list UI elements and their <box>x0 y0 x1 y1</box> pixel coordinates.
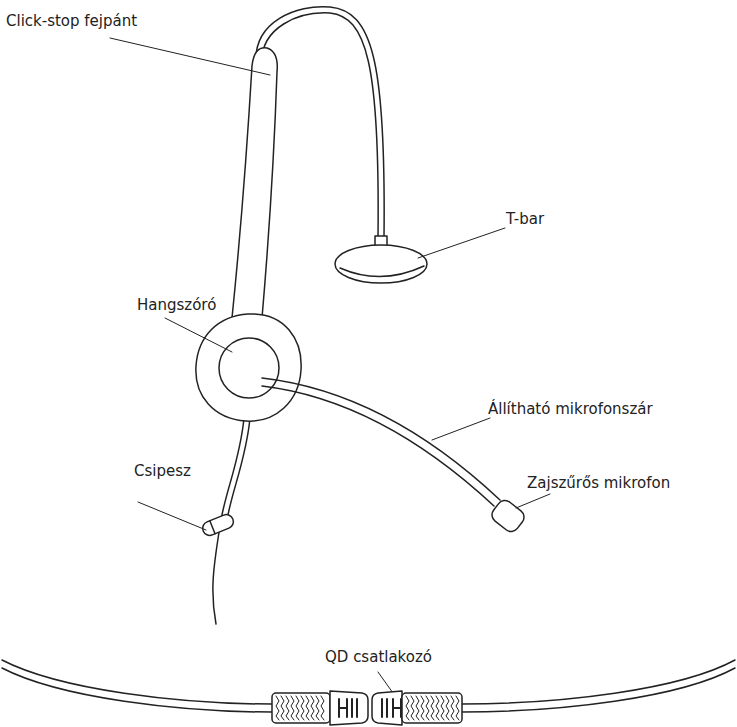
knurl-stroke <box>296 696 299 720</box>
cable <box>2 660 272 704</box>
connector-grip <box>402 693 462 723</box>
cable <box>462 668 735 712</box>
knurl-stroke <box>446 696 449 720</box>
speaker <box>196 314 301 421</box>
part-label: Hangszóró <box>137 296 216 314</box>
part-label: QD csatlakozó <box>325 648 432 666</box>
part-label: Click-stop fejpánt <box>6 12 137 30</box>
connector-marking <box>339 699 357 717</box>
knurl-stroke <box>301 696 304 720</box>
knurl-stroke <box>316 696 319 720</box>
connector-marking <box>382 699 401 717</box>
cable <box>227 418 250 520</box>
knurl-stroke <box>436 696 439 720</box>
part-label: T-bar <box>506 210 544 228</box>
leader-line <box>516 494 550 508</box>
knurl-stroke <box>411 696 414 720</box>
cable <box>2 668 272 712</box>
leader-line <box>110 38 270 75</box>
knurl-stroke <box>281 696 284 720</box>
mic-boom <box>262 386 494 506</box>
knurl-stroke <box>306 696 309 720</box>
knurl-stroke <box>311 696 314 720</box>
headband-sleeve <box>232 48 277 318</box>
qd-connector <box>330 691 368 725</box>
knurl-stroke <box>451 696 454 720</box>
qd-connector <box>372 691 402 725</box>
microphone <box>489 497 527 534</box>
tbar-pad <box>335 245 427 283</box>
mic-boom <box>262 378 500 500</box>
part-label: Zajszűrős mikrofon <box>527 474 670 492</box>
leader-line <box>432 418 490 440</box>
leader-line <box>418 228 505 258</box>
tbar-pad <box>340 266 424 277</box>
leader-line <box>165 318 232 352</box>
knurling <box>276 696 324 720</box>
leader-line <box>138 502 206 530</box>
knurl-stroke <box>421 696 424 720</box>
knurl-stroke <box>291 696 294 720</box>
knurl-stroke <box>441 696 444 720</box>
headband <box>262 13 378 238</box>
part-label: Csipesz <box>134 462 191 480</box>
connector-grip <box>272 693 330 723</box>
part-label: Állítható mikrofonszár <box>488 400 653 418</box>
cable <box>462 660 735 704</box>
knurl-stroke <box>406 696 409 720</box>
clip <box>201 513 236 538</box>
speaker-cap <box>219 338 279 398</box>
knurl-stroke <box>426 696 429 720</box>
knurl-stroke <box>321 696 324 720</box>
knurl-stroke <box>416 696 419 720</box>
knurl-stroke <box>276 696 279 720</box>
knurling <box>406 696 459 720</box>
knurl-stroke <box>286 696 289 720</box>
knurl-stroke <box>456 696 459 720</box>
knurl-stroke <box>431 696 434 720</box>
